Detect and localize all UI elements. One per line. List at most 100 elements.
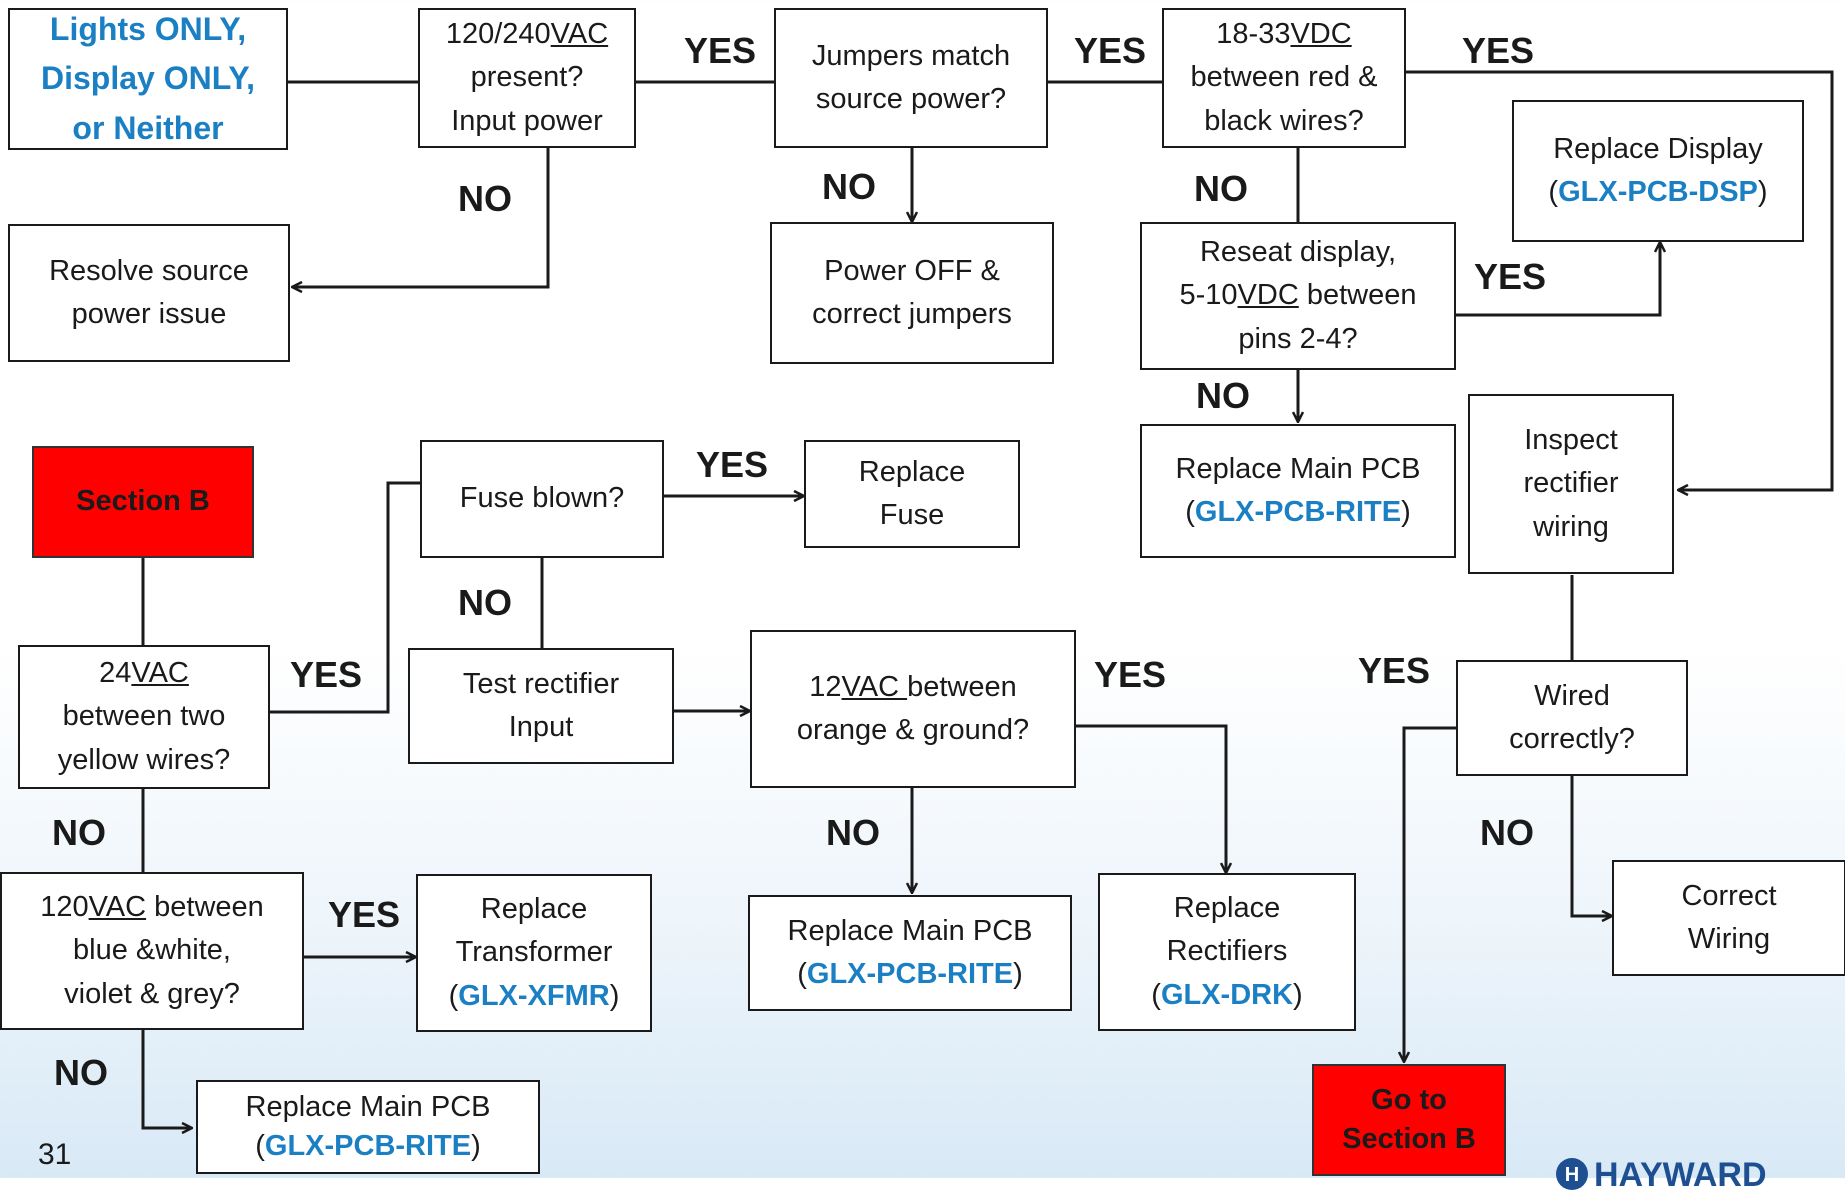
box-text-line: Power OFF & xyxy=(824,254,1000,287)
replace-display-box: Replace Display (GLX-PCB-DSP) xyxy=(1512,100,1804,242)
box-text-line: 18-33VDC xyxy=(1216,17,1352,50)
box-text-line: Fuse xyxy=(879,499,945,531)
edge-24vac-to-fuse xyxy=(270,481,420,714)
label-no: NO xyxy=(458,178,512,219)
go-to-section-b-box: Go to Section B xyxy=(1312,1064,1506,1176)
edge-input-to-resolve xyxy=(292,148,550,287)
part-number: (GLX-PCB-RITE) xyxy=(1185,496,1411,528)
part-number: (GLX-PCB-RITE) xyxy=(797,958,1023,990)
box-text-line: Fuse blown? xyxy=(459,482,625,515)
fuse-blown-box: Fuse blown? xyxy=(420,440,664,558)
edge-wired-to-correct xyxy=(1570,776,1612,916)
box-text-line: violet & grey? xyxy=(64,977,240,1010)
box-text-line: Wiring xyxy=(1687,923,1771,955)
label-yes: YES xyxy=(1358,650,1431,691)
box-text-line: blue &white, xyxy=(73,934,231,967)
box-text-line: Replace xyxy=(858,455,966,488)
box-text-line: Input xyxy=(508,711,574,743)
start-line: Lights ONLY, xyxy=(49,10,247,47)
box-text-line: Replace Main PCB xyxy=(787,914,1033,947)
section-b-label: Section B xyxy=(76,485,210,518)
replace-main-pcb-mid-box: Replace Main PCB (GLX-PCB-RITE) xyxy=(748,895,1072,1011)
box-text-line: between two xyxy=(62,700,226,733)
edge-wired-to-sectionb xyxy=(1404,726,1456,1062)
box-text-line: Reseat display, xyxy=(1199,235,1397,268)
box-text-line: Rectifiers xyxy=(1166,935,1288,968)
box-text-line: pins 2-4? xyxy=(1238,322,1358,355)
resolve-power-box: Resolve source power issue xyxy=(8,224,290,362)
box-text-line: Inspect xyxy=(1524,423,1618,456)
box-text-line: source power? xyxy=(815,83,1007,115)
box-text-line: Input power xyxy=(451,104,603,137)
box-text-line: Replace Display xyxy=(1553,132,1763,165)
box-text-line: wiring xyxy=(1533,510,1609,543)
box-text-line: between red & xyxy=(1190,61,1378,94)
label-yes: YES xyxy=(1094,654,1167,695)
24vac-box: 24VAC between two yellow wires? xyxy=(18,645,270,789)
box-text-line: 120/240VAC xyxy=(445,17,609,50)
box-text-line: Correct xyxy=(1681,879,1777,912)
page-number: 31 xyxy=(38,1138,72,1171)
label-no: NO xyxy=(826,812,880,853)
go-to-section-b-label: Section B xyxy=(1342,1123,1476,1155)
part-number: (GLX-PCB-DSP) xyxy=(1548,176,1768,208)
edge-reseat-to-display xyxy=(1456,242,1660,317)
box-text-line: correctly? xyxy=(1509,723,1635,755)
label-yes: YES xyxy=(684,30,757,71)
label-yes: YES xyxy=(328,894,401,935)
box-text-line: 120VAC between xyxy=(40,890,264,923)
box-text-line: yellow wires? xyxy=(57,743,231,776)
label-yes: YES xyxy=(1074,30,1147,71)
svg-text:H: H xyxy=(1565,1164,1579,1186)
hayward-logo-text: HAYWARD xyxy=(1594,1156,1767,1190)
label-no: NO xyxy=(1196,375,1250,416)
box-text-line: 24VAC xyxy=(99,656,189,689)
label-no: NO xyxy=(458,582,512,623)
inspect-rectifier-box: Inspect rectifier wiring xyxy=(1468,394,1674,574)
box-text-line: rectifier xyxy=(1523,467,1619,500)
label-no: NO xyxy=(1194,168,1248,209)
go-to-section-b-label: Go to xyxy=(1371,1083,1447,1116)
box-text-line: Replace Main PCB xyxy=(245,1090,491,1123)
120vac-box: 120VAC between blue &white, violet & grey? xyxy=(0,872,304,1030)
edge-vdc-to-inspect xyxy=(1406,70,1834,490)
box-text-line: correct jumpers xyxy=(812,298,1012,330)
wired-correctly-box: Wired correctly? xyxy=(1456,660,1688,776)
section-b-box: Section B xyxy=(32,446,254,558)
box-text-line: Jumpers match xyxy=(811,39,1011,72)
box-text-line: power issue xyxy=(71,298,227,330)
label-no: NO xyxy=(1480,812,1534,853)
replace-main-pcb-top-box: Replace Main PCB (GLX-PCB-RITE) xyxy=(1140,424,1456,558)
label-no: NO xyxy=(822,166,876,207)
label-yes: YES xyxy=(1462,30,1535,71)
start-box: Lights ONLY, Display ONLY, or Neither xyxy=(8,8,288,150)
edge-12vac-to-rectifiers xyxy=(1075,724,1226,873)
jumpers-box: Jumpers match source power? xyxy=(774,8,1048,148)
box-text-line: Replace xyxy=(1173,891,1281,924)
part-number: (GLX-DRK) xyxy=(1151,978,1303,1011)
box-text-line: black wires? xyxy=(1204,104,1364,137)
box-text-line: Replace xyxy=(480,892,588,925)
hayward-logo: H HAYWARD xyxy=(1556,1156,1767,1190)
box-text-line: Test rectifier xyxy=(462,667,620,700)
label-yes: YES xyxy=(1474,256,1547,297)
label-no: NO xyxy=(54,1052,108,1093)
part-number: (GLX-PCB-RITE) xyxy=(255,1130,481,1162)
start-line: or Neither xyxy=(72,109,224,146)
box-text-line: 5-10VDC between xyxy=(1179,279,1417,312)
box-text-line: Wired xyxy=(1534,679,1610,712)
box-text-line: Replace Main PCB xyxy=(1175,452,1421,485)
box-text-line: Resolve source xyxy=(49,254,249,287)
vdc-check-box: 18-33VDC between red & black wires? xyxy=(1162,8,1406,148)
reseat-box: Reseat display, 5-10VDC between pins 2-4? xyxy=(1140,222,1456,370)
power-off-box: Power OFF & correct jumpers xyxy=(770,222,1054,364)
